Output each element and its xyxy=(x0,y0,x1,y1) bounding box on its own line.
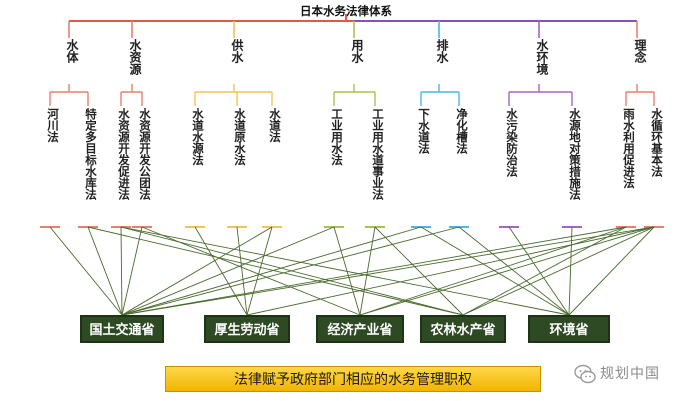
diagram-title: 日本水务法律体系 xyxy=(300,4,392,18)
law-water-resources-development-promotion-act: 水资源开发促进法 xyxy=(117,108,131,200)
link-line-26 xyxy=(374,226,464,316)
category-label-drainage: 排水 xyxy=(435,39,449,63)
category-label-water-body: 水体 xyxy=(65,39,79,63)
law-river-act: 河川法 xyxy=(46,108,60,143)
law-sewerage-act: 下水道法 xyxy=(417,108,431,154)
link-line-1 xyxy=(87,226,123,316)
law-water-pollution-control-act: 水污染防治法 xyxy=(505,108,519,177)
category-label-water-environment: 水环境 xyxy=(535,39,549,75)
link-line-3 xyxy=(121,226,143,316)
link-line-22 xyxy=(87,226,464,316)
ministry-moe: 环境省 xyxy=(528,315,610,343)
link-line-27 xyxy=(121,226,273,316)
link-line-18 xyxy=(246,226,655,316)
link-line-25 xyxy=(120,226,570,316)
link-line-4 xyxy=(194,226,248,316)
law-water-source-area-measures-act: 水源地对策措施法 xyxy=(568,108,582,200)
ministry-mhlw: 厚生劳动省 xyxy=(204,315,290,343)
link-line-14 xyxy=(121,226,627,316)
law-water-cycle-basic-act: 水循环基本法 xyxy=(650,108,664,177)
category-label-philosophy: 理念 xyxy=(633,39,647,63)
category-label-water-supply: 供水 xyxy=(230,39,244,63)
link-line-6 xyxy=(246,226,273,316)
law-rainwater-utilization-promotion-act: 雨水利用促进法 xyxy=(622,108,636,189)
wechat-icon xyxy=(574,364,596,384)
link-line-9 xyxy=(121,226,422,316)
link-line-13 xyxy=(568,226,573,316)
law-waterworks-source-act: 水道水源法 xyxy=(191,108,205,166)
link-line-2 xyxy=(120,226,123,316)
link-line-21 xyxy=(568,226,655,316)
watermark-text: 规划中国 xyxy=(600,366,660,382)
link-line-29 xyxy=(121,226,335,316)
ministry-meti: 经济产业省 xyxy=(316,315,404,343)
law-johkasou-act: 净化槽法 xyxy=(455,108,469,154)
law-industrial-water-act: 工业用水法 xyxy=(330,108,344,166)
law-industrial-waterworks-business-act: 工业用水道事业法 xyxy=(371,108,385,200)
law-waterworks-raw-water-act: 水道原水法 xyxy=(233,108,247,166)
law-multipurpose-dam-act: 特定多目标水库法 xyxy=(84,108,98,200)
category-label-water-use: 用水 xyxy=(350,39,364,63)
link-line-0 xyxy=(49,226,123,316)
link-line-17 xyxy=(121,226,655,316)
link-line-11 xyxy=(458,226,570,316)
ministry-maff: 农林水产省 xyxy=(420,315,506,343)
banner-caption: 法律赋予政府部门相应的水务管理职权 xyxy=(165,366,541,392)
link-line-16 xyxy=(462,226,627,316)
link-line-28 xyxy=(420,226,570,316)
law-water-resources-development-corporation-act: 水资源开发公团法 xyxy=(138,108,152,200)
law-waterworks-act: 水道法 xyxy=(268,108,282,143)
category-label-water-resources: 水资源 xyxy=(128,39,142,75)
link-line-19 xyxy=(359,226,655,316)
ministry-mlit: 国土交通省 xyxy=(80,315,164,343)
link-line-24 xyxy=(141,226,361,316)
link-line-15 xyxy=(359,226,627,316)
link-line-5 xyxy=(236,226,248,316)
link-line-12 xyxy=(508,226,570,316)
